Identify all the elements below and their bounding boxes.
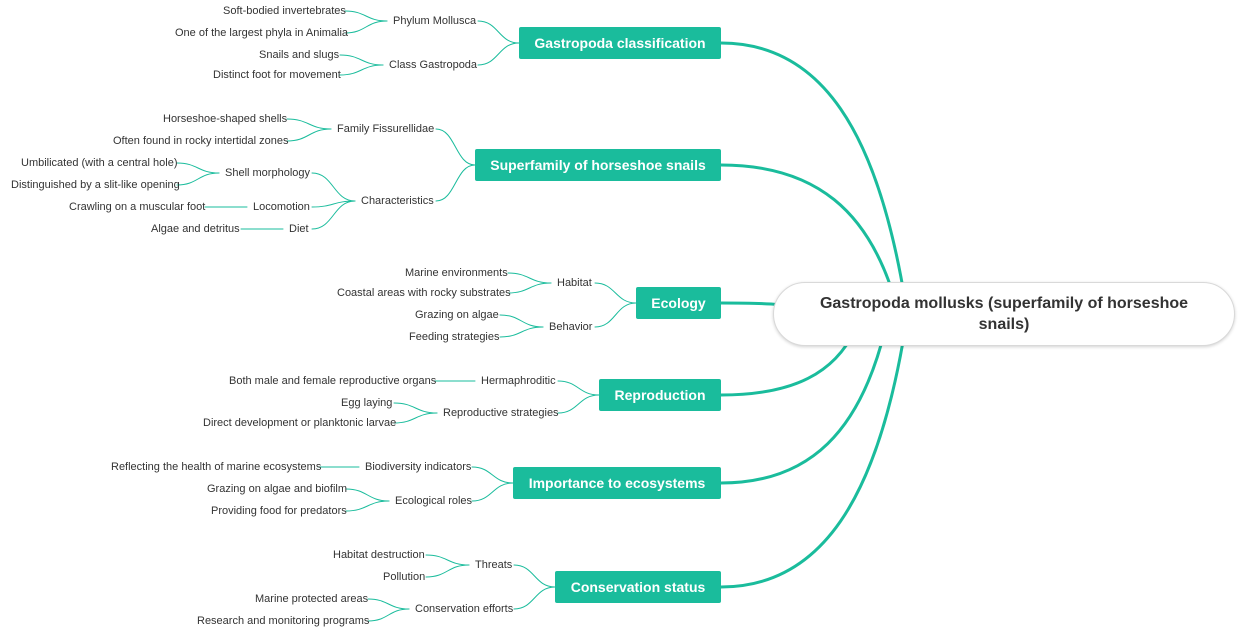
topic-connector: [344, 10, 388, 22]
topic-connector: [477, 20, 520, 44]
topic-snails-and-slugs[interactable]: Snails and slugs: [259, 49, 340, 61]
topic-marine-protected-areas[interactable]: Marine protected areas: [255, 593, 369, 605]
topic-connector: [435, 164, 476, 202]
topic-connector: [367, 608, 410, 622]
topic-connector: [425, 554, 470, 566]
topic-connector: [425, 564, 470, 578]
topic-connector: [557, 380, 600, 396]
topic-class-gastropoda[interactable]: Class Gastropoda: [389, 59, 478, 71]
topic-connector: [176, 162, 220, 174]
topic-connector: [311, 172, 356, 202]
topic-pollution[interactable]: Pollution: [383, 571, 426, 583]
topic-reproductive-strategies[interactable]: Reproductive strategies: [443, 407, 559, 419]
topic-characteristics[interactable]: Characteristics: [361, 195, 434, 207]
topic-marine-environments[interactable]: Marine environments: [405, 267, 508, 279]
topic-connector: [367, 598, 410, 610]
topic-habitat[interactable]: Habitat: [557, 277, 592, 289]
topic-distinct-foot[interactable]: Distinct foot for movement: [213, 69, 341, 81]
topic-behavior[interactable]: Behavior: [549, 321, 593, 333]
branch-importance-to-ecosystems[interactable]: Importance to ecosystems: [513, 467, 721, 499]
topic-crawling-muscular-foot[interactable]: Crawling on a muscular foot: [69, 201, 206, 213]
topic-shell-morphology[interactable]: Shell morphology: [225, 167, 310, 179]
topic-connector: [286, 128, 332, 142]
topic-biodiversity-indicators[interactable]: Biodiversity indicators: [365, 461, 472, 473]
topic-connector: [499, 314, 544, 328]
topic-connector: [345, 500, 390, 512]
branch-connector: [719, 328, 887, 485]
topic-ecological-roles[interactable]: Ecological roles: [395, 495, 473, 507]
topic-algae-and-detritus[interactable]: Algae and detritus: [151, 223, 240, 235]
topic-hermaphroditic[interactable]: Hermaphroditic: [481, 375, 556, 387]
topic-connector: [513, 586, 556, 610]
topic-horseshoe-shaped-shells[interactable]: Horseshoe-shaped shells: [163, 113, 288, 125]
topic-connector: [499, 326, 544, 338]
topic-connector: [594, 282, 637, 304]
topic-connector: [594, 302, 637, 328]
topic-connector: [345, 488, 390, 502]
topic-rocky-intertidal[interactable]: Often found in rocky intertidal zones: [113, 135, 289, 147]
topic-feeding-strategies[interactable]: Feeding strategies: [409, 331, 500, 343]
topic-direct-development[interactable]: Direct development or planktonic larvae: [203, 417, 397, 429]
topic-habitat-destruction[interactable]: Habitat destruction: [333, 549, 425, 561]
topic-grazing-algae-biofilm[interactable]: Grazing on algae and biofilm: [207, 483, 348, 495]
topic-egg-laying[interactable]: Egg laying: [341, 397, 393, 409]
topic-connector: [471, 482, 514, 502]
branch-connector: [719, 328, 907, 589]
topic-food-for-predators[interactable]: Providing food for predators: [211, 505, 347, 517]
branch-connector: [719, 41, 907, 302]
topic-coastal-rocky[interactable]: Coastal areas with rocky substrates: [337, 287, 511, 299]
branch-gastropoda-classification[interactable]: Gastropoda classification: [519, 27, 721, 59]
topic-research-monitoring[interactable]: Research and monitoring programs: [197, 615, 370, 627]
topic-reflecting-health[interactable]: Reflecting the health of marine ecosyste…: [111, 461, 322, 473]
topic-connector: [393, 412, 438, 424]
branch-ecology[interactable]: Ecology: [636, 287, 721, 319]
topic-connector: [471, 466, 514, 484]
topic-connector: [507, 282, 552, 294]
topic-largest-phyla[interactable]: One of the largest phyla in Animalia: [175, 27, 349, 39]
topic-family-fissurellidae[interactable]: Family Fissurellidae: [337, 123, 435, 135]
topic-connector: [507, 272, 552, 284]
topic-connector: [311, 200, 356, 230]
topic-locomotion[interactable]: Locomotion: [253, 201, 310, 213]
topic-connector: [339, 54, 384, 66]
topic-phylum-mollusca[interactable]: Phylum Mollusca: [393, 15, 477, 27]
topic-connector: [344, 20, 388, 34]
topic-male-female-organs[interactable]: Both male and female reproductive organs: [229, 375, 437, 387]
topic-diet[interactable]: Diet: [289, 223, 309, 235]
topic-connector: [339, 64, 384, 76]
topic-umbilicated[interactable]: Umbilicated (with a central hole): [21, 157, 178, 169]
topic-connector: [557, 394, 600, 414]
branch-connector: [719, 163, 897, 302]
topic-grazing-on-algae[interactable]: Grazing on algae: [415, 309, 499, 321]
root-topic[interactable]: Gastropoda mollusks (superfamily of hors…: [773, 282, 1235, 346]
topic-conservation-efforts[interactable]: Conservation efforts: [415, 603, 514, 615]
topic-slit-like-opening[interactable]: Distinguished by a slit-like opening: [11, 179, 180, 191]
topic-connector: [477, 42, 520, 66]
topic-soft-bodied-invertebrates[interactable]: Soft-bodied invertebrates: [223, 5, 346, 17]
topic-connector: [435, 128, 476, 166]
topic-connector: [286, 118, 332, 130]
topic-connector: [176, 172, 220, 186]
topic-connector: [513, 564, 556, 588]
branch-conservation-status[interactable]: Conservation status: [555, 571, 721, 603]
branch-superfamily-horseshoe-snails[interactable]: Superfamily of horseshoe snails: [475, 149, 721, 181]
topic-connector: [393, 402, 438, 414]
branch-reproduction[interactable]: Reproduction: [599, 379, 721, 411]
topic-threats[interactable]: Threats: [475, 559, 513, 571]
